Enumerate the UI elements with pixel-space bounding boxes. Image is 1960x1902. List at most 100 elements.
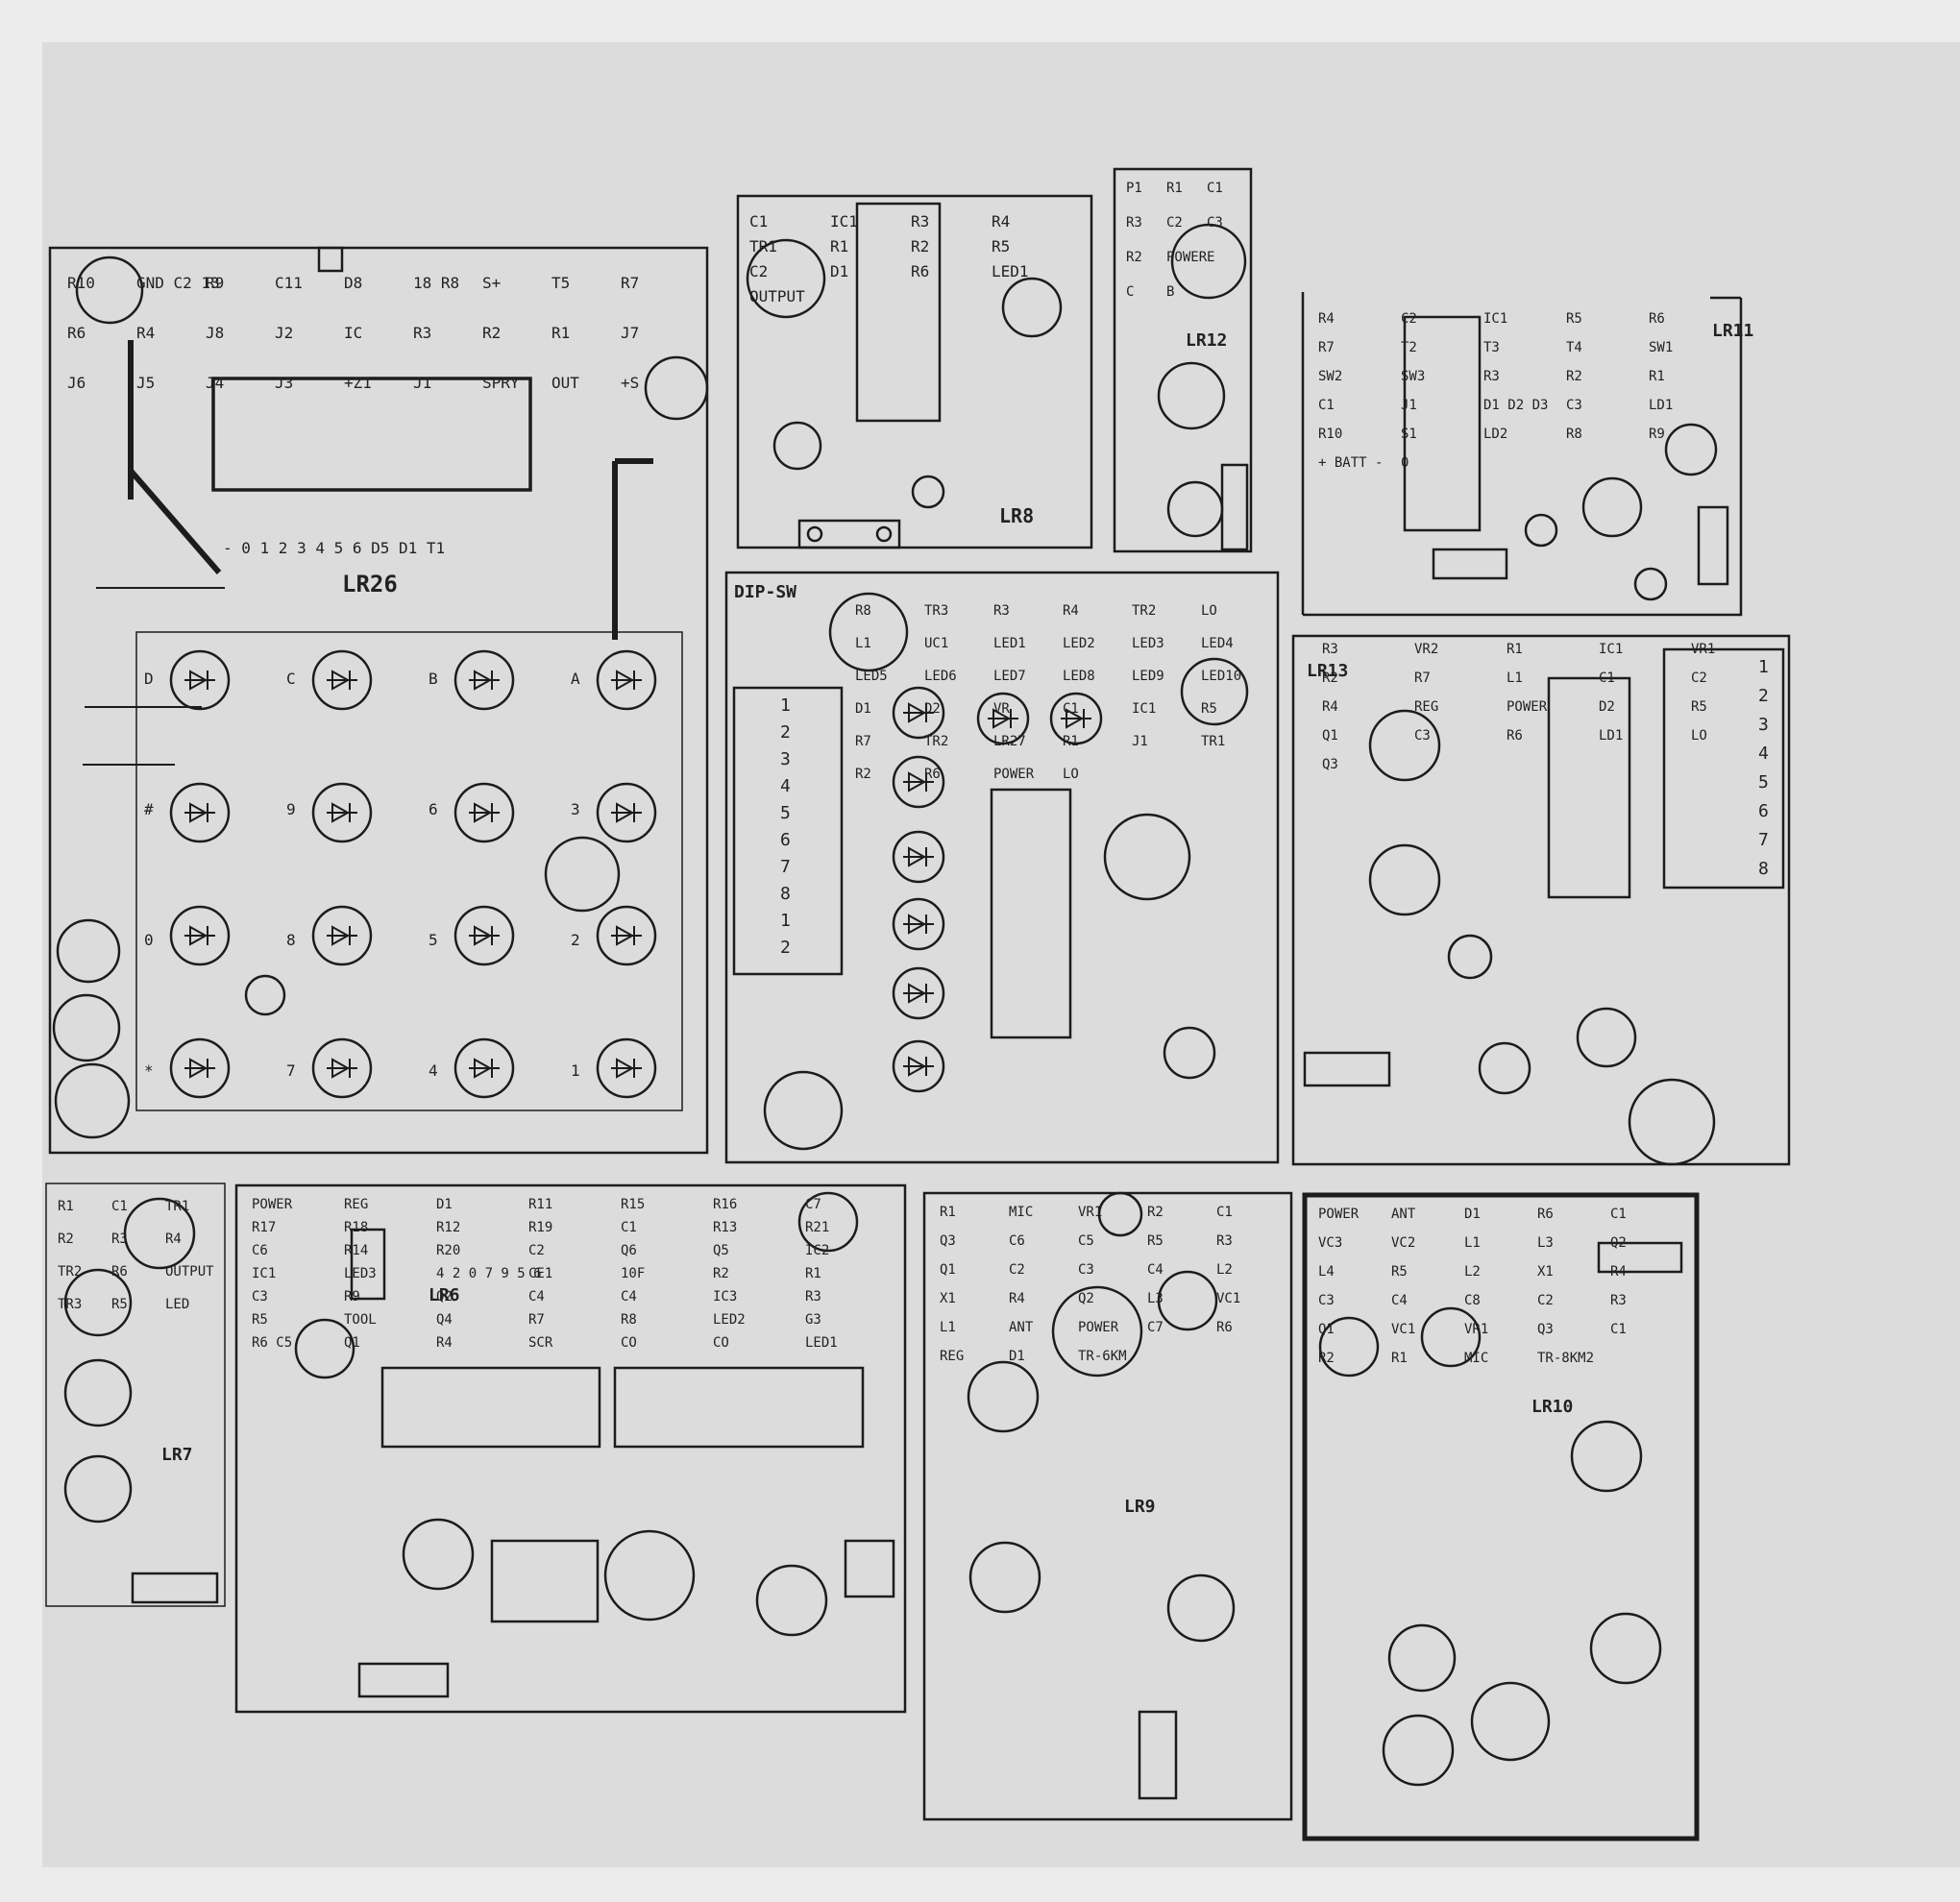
regulator-q3: [1303, 1051, 1391, 1087]
transistor-q6: [294, 1318, 355, 1379]
lr26-label: OUT: [551, 374, 579, 392]
led-outline: [453, 782, 515, 843]
lr6-label: R21: [805, 1220, 829, 1235]
board-outline: [724, 571, 1280, 1164]
transistor: [1581, 476, 1643, 538]
diode-symbol: [611, 670, 642, 691]
diode-symbol: [903, 846, 934, 867]
lr7-label: TR2: [58, 1264, 82, 1280]
lr13-label: IC1: [1599, 642, 1623, 657]
capacitor-c1: [123, 1197, 196, 1270]
dipsw-label: VR: [993, 701, 1010, 717]
paper-sheet: [42, 42, 1960, 1867]
transistor-q2: [402, 1518, 475, 1591]
lr9-label: L3: [1147, 1291, 1164, 1306]
transistor: [1170, 223, 1247, 300]
diode-symbol: [327, 670, 357, 691]
lr9-label: POWER: [1078, 1320, 1119, 1335]
dipsw-label: UC1: [924, 636, 948, 651]
ic1-outline: [1403, 315, 1482, 532]
lr7-label: TR1: [165, 1199, 189, 1214]
lr10-label: C4: [1391, 1293, 1408, 1308]
led-ld1: [1524, 513, 1558, 548]
lr11-label: R9: [1649, 427, 1665, 442]
lr13-label: VR1: [1691, 642, 1715, 657]
lr10-label: R3: [1610, 1293, 1627, 1308]
dipsw-label: R3: [993, 603, 1010, 619]
connector-power: [797, 519, 901, 549]
lr26-label: A: [571, 670, 580, 688]
diode-symbol: [469, 670, 500, 691]
lr26-label: 5: [429, 931, 438, 949]
lr7-label: OUTPUT: [165, 1264, 214, 1280]
lr8-label: C1: [749, 212, 768, 231]
pad-gnd: [317, 246, 344, 273]
lr6-title: LR6: [429, 1285, 460, 1305]
lr11-label: J1: [1401, 398, 1417, 413]
lr26-label: D8: [344, 274, 362, 292]
dipsw-label: 3: [780, 749, 791, 769]
diode-symbol: [327, 1058, 357, 1079]
lr8-label: C2: [749, 262, 768, 280]
trimmer-vr1: [1051, 1285, 1143, 1378]
transistor-tr1: [763, 1070, 844, 1151]
led-outline: [311, 649, 373, 711]
lr10-label: D1: [1464, 1207, 1481, 1222]
lr26-pin-row: - 0 1 2 3 4 5 6 D5 D1 T1: [223, 539, 445, 557]
lr6-label: C7: [805, 1197, 821, 1212]
board-outline: [1291, 634, 1791, 1166]
lr6-label: C3: [252, 1289, 268, 1305]
board-lr12: [1113, 167, 1253, 553]
lr10-label: R1: [1391, 1351, 1408, 1366]
lr6-label: R17: [252, 1220, 276, 1235]
microphone: [1097, 1191, 1143, 1237]
lr8-label: D1: [830, 262, 848, 280]
transistor-q2: [1478, 1041, 1531, 1095]
lr26-label: J4: [206, 374, 224, 392]
lr13-label: D2: [1599, 699, 1615, 715]
lr10-label: R4: [1610, 1264, 1627, 1280]
lr11-label: R6: [1649, 311, 1665, 327]
lr26-label: J6: [67, 374, 86, 392]
switch-outline: [1697, 505, 1729, 586]
lr13-title: LR13: [1307, 661, 1348, 681]
lr6-label: C4: [621, 1289, 637, 1305]
lr11-label: R1: [1649, 369, 1665, 384]
lr13-label: LD1: [1599, 728, 1623, 744]
lr12-label: C: [1126, 284, 1134, 300]
lr11-label: T4: [1566, 340, 1582, 355]
trimmer-vc2: [1318, 1316, 1380, 1378]
lr6-label: C1: [621, 1220, 637, 1235]
ic1-outline: [613, 1366, 865, 1449]
diode-symbol: [1061, 708, 1091, 729]
dipsw-label: LED2: [1063, 636, 1095, 651]
lr11-label: R10: [1318, 427, 1342, 442]
lr13-label: R7: [1414, 671, 1431, 686]
lr6-label: CO: [621, 1335, 637, 1351]
lr7-label: R6: [111, 1264, 128, 1280]
dipsw-label: 2: [780, 722, 791, 743]
lr8-label: R2: [911, 237, 929, 256]
led-grid: [169, 649, 657, 1099]
lr13-label: R6: [1507, 728, 1523, 744]
lr11-label: IC1: [1483, 311, 1507, 327]
lr6-label: C2: [528, 1243, 545, 1258]
dipsw-label: J1: [1132, 734, 1148, 749]
transistor-tr1: [1001, 277, 1063, 338]
dipsw-label: LO: [1063, 767, 1079, 782]
lr6-label: LED2: [713, 1312, 746, 1328]
diode-symbol: [184, 925, 215, 946]
lr9-label: R1: [940, 1205, 956, 1220]
lr11-label: R7: [1318, 340, 1335, 355]
lr6-label: Q5: [713, 1243, 729, 1258]
lr12-label: P1: [1126, 181, 1142, 196]
capacitor-c5: [603, 1529, 696, 1622]
lr26-label: 3: [571, 800, 580, 818]
lr11-label: C3: [1566, 398, 1582, 413]
led-outline: [596, 1037, 657, 1099]
lr26-label: R10: [67, 274, 95, 292]
diode-symbol: [611, 802, 642, 823]
lr13-label: 7: [1758, 830, 1769, 850]
lr10-label: R2: [1318, 1351, 1335, 1366]
led-outline: [892, 1039, 945, 1093]
